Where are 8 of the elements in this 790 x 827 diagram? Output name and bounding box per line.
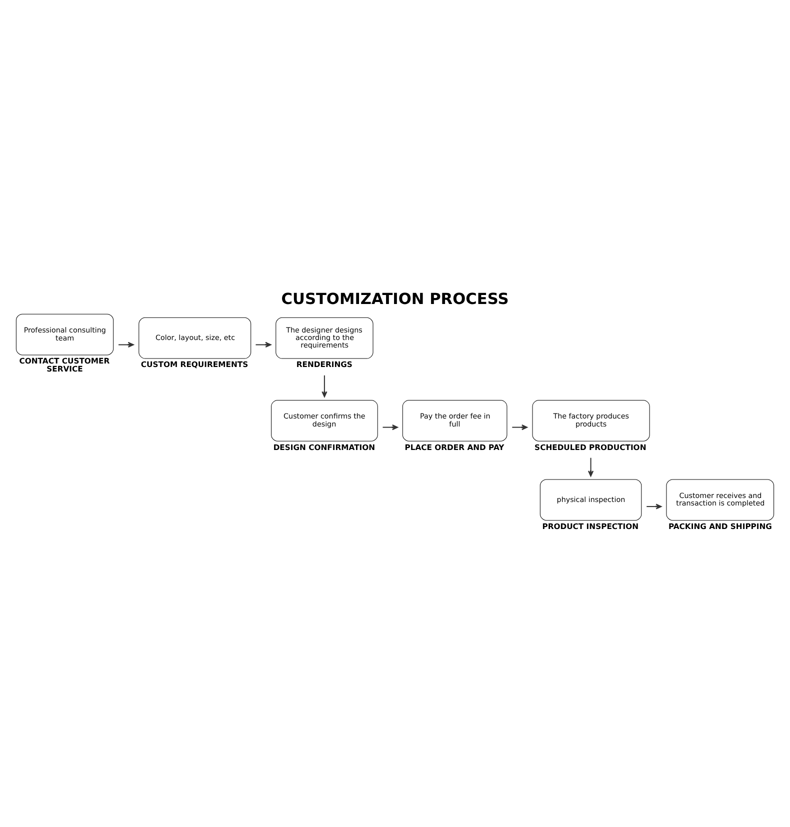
arrow	[512, 424, 528, 430]
arrow	[382, 424, 398, 430]
arrow	[322, 375, 328, 398]
arrow	[646, 504, 662, 510]
arrow	[118, 342, 134, 348]
diagram-title: CUSTOMIZATION PROCESS	[281, 290, 509, 308]
arrow	[588, 458, 594, 477]
arrow	[256, 342, 272, 348]
